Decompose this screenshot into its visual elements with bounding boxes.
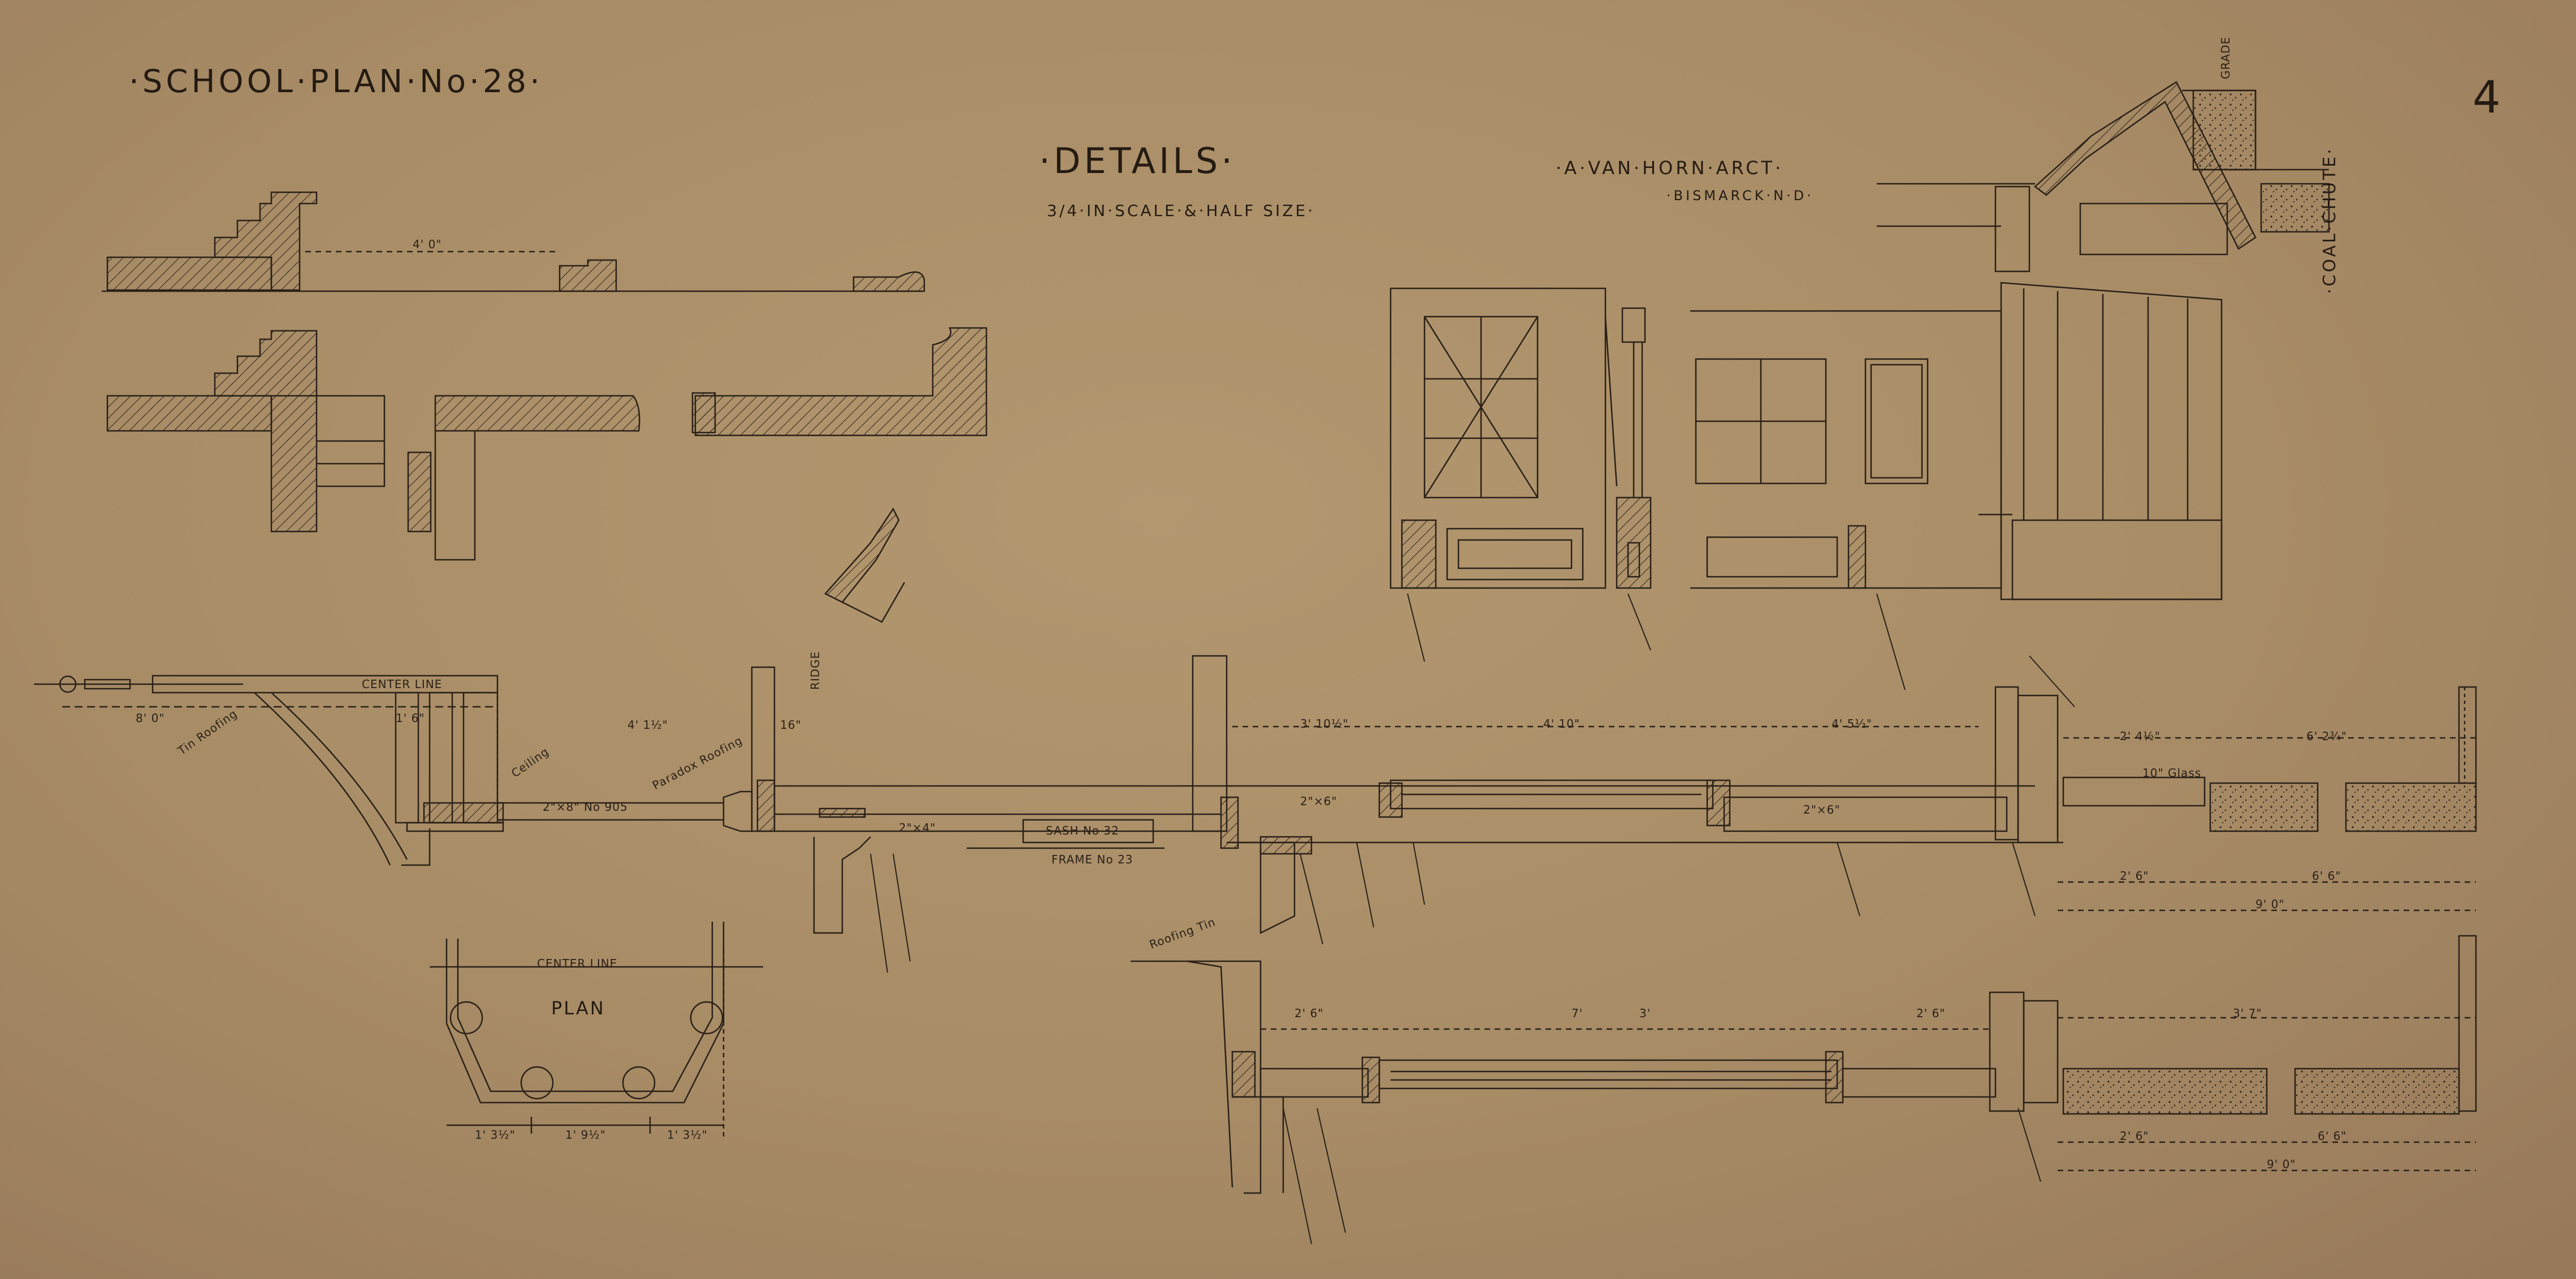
glass-callout: 10" Glass: [2142, 766, 2202, 780]
bay-plan-inset: [430, 922, 763, 1137]
dimension-label: 4' 0": [413, 237, 442, 251]
dimension-label: 9' 0": [2267, 1157, 2296, 1171]
cornice-moulding-profile-1: [102, 191, 925, 292]
door-elevation: [1690, 310, 2002, 589]
coal-chute-label: ·COAL·CHUTE·: [2320, 146, 2340, 294]
eave-corner-detail: [824, 507, 906, 623]
dimension-label: 6' 6": [2312, 869, 2341, 883]
coal-chute-section: [1877, 81, 2330, 273]
details-heading: ·DETAILS·: [1039, 140, 1236, 182]
beam-size-callout: 2"×6": [1300, 794, 1337, 808]
dimension-label: 4' 10": [1543, 717, 1581, 731]
dimension-label: 8' 0": [136, 711, 165, 725]
architect-location: ·BISMARCK·N·D·: [1666, 188, 1814, 204]
dimension-label: 3' 10½": [1300, 717, 1349, 731]
dimension-label: 7': [1571, 1006, 1583, 1020]
dimension-label: 16": [780, 718, 802, 732]
dimension-label: 2' 4½": [2120, 729, 2161, 743]
architect-name: ·A·VAN·HORN·ARCT·: [1556, 157, 1784, 179]
dimension-label: 2' 6": [1916, 1006, 1946, 1020]
dimension-label: 2' 6": [2120, 1129, 2149, 1143]
dimension-label: 1' 6": [396, 711, 425, 725]
dimension-label: 3' 7": [2233, 1006, 2262, 1020]
cornice-wall-section: [34, 655, 2477, 935]
plan-dimension: 1' 3½": [667, 1128, 708, 1142]
dimension-label: 3': [1639, 1006, 1651, 1020]
lower-wall-section: [1131, 935, 2477, 1194]
scale-note: 3/4·IN·SCALE·&·HALF SIZE·: [1047, 201, 1315, 220]
dimension-label: 2' 6": [1295, 1006, 1324, 1020]
plan-dimension: 1' 3½": [475, 1128, 516, 1142]
cornice-moulding-profile-2: [106, 330, 386, 533]
plan-dimension: 1' 9½": [565, 1128, 606, 1142]
sash-callout: SASH No 32: [1046, 824, 1119, 837]
beam-size-callout: 2"×4": [899, 821, 936, 835]
baseboard-profile: [691, 327, 988, 437]
dimension-label: 4' 5½": [1832, 717, 1872, 731]
plan-inset-title: PLAN: [551, 997, 605, 1019]
sheet-number: 4: [2473, 72, 2501, 123]
plan-center-line-label: CENTER LINE: [537, 957, 618, 970]
sash-section: [1616, 307, 1652, 589]
dimension-label: 2' 6": [2120, 869, 2149, 883]
post-callout: 2"×8" No 905: [543, 800, 628, 814]
window-elevation: [1389, 287, 1618, 589]
ridge-callout: RIDGE: [808, 651, 822, 690]
grade-callout: GRADE: [2219, 36, 2232, 79]
beam-size-callout: 2"×6": [1803, 803, 1841, 816]
fireplace-mantel-elevation: [1978, 282, 2223, 600]
callout-leaders: [870, 593, 2075, 1245]
dimension-label: 6' 2¾": [2306, 729, 2347, 743]
center-line-callout: CENTER LINE: [362, 677, 443, 691]
dimension-label: 9' 0": [2255, 897, 2285, 911]
window-stool-profile: [407, 395, 640, 561]
dimension-label: 6' 6": [2318, 1129, 2347, 1143]
frame-callout: FRAME No 23: [1051, 853, 1133, 866]
sheet-title: ·SCHOOL·PLAN·No·28·: [129, 63, 543, 100]
dimension-label: 4' 1½": [627, 718, 668, 732]
